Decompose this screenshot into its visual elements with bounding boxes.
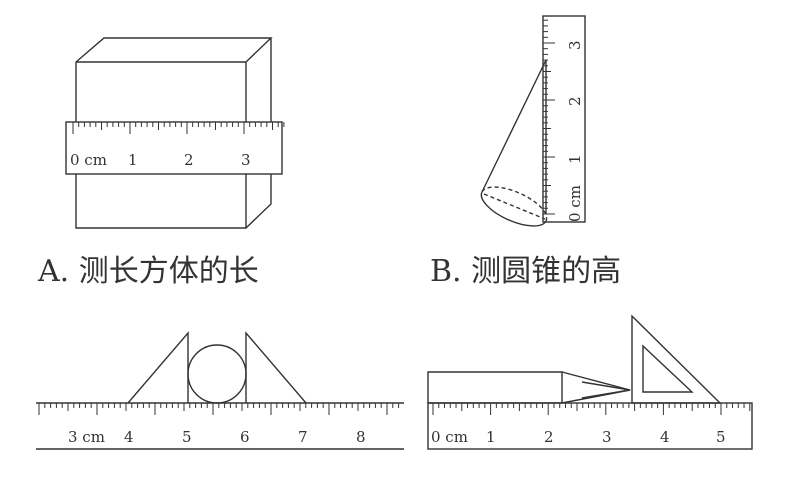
panel-d: 0 cm 1 2 3 4 5	[427, 314, 753, 450]
set-square	[631, 314, 722, 404]
ruler-b-label-1: 1	[566, 154, 584, 164]
ruler-c-label-6: 6	[240, 428, 250, 446]
panel-b: 0 cm 1 2 3 B. 测圆锥的高	[430, 15, 621, 289]
ruler-d-ticks	[432, 403, 751, 415]
ruler-a-label-1: 1	[128, 151, 138, 169]
coin-circle	[187, 344, 247, 404]
caption-b: B. 测圆锥的高	[430, 254, 621, 289]
right-set-square	[245, 331, 307, 404]
ruler-d-label-0: 0 cm	[431, 428, 468, 446]
ruler-b-label-3: 3	[566, 40, 584, 50]
ruler-b	[542, 15, 586, 223]
ruler-d-label-3: 3	[602, 428, 612, 446]
ruler-d-label-2: 2	[544, 428, 554, 446]
ruler-a-label-2: 2	[184, 151, 194, 169]
caption-a: A. 测长方体的长	[37, 254, 259, 289]
pencil-lead	[581, 381, 631, 399]
ruler-d-label-4: 4	[660, 428, 670, 446]
set-square-inner	[642, 344, 694, 393]
ruler-c-label-8: 8	[356, 428, 366, 446]
ruler-a	[65, 121, 283, 175]
panel-c: 3 cm 4 5 6 7 8	[36, 331, 404, 450]
ruler-b-label-2: 2	[566, 96, 584, 106]
ruler-c-label-4: 4	[124, 428, 134, 446]
ruler-b-label-0: 0 cm	[566, 185, 584, 222]
ruler-d	[427, 402, 753, 450]
left-set-square	[127, 331, 189, 404]
pencil-tip	[561, 371, 631, 404]
ruler-d-label-1: 1	[486, 428, 496, 446]
ruler-c-label-7: 7	[298, 428, 308, 446]
pencil-body	[427, 371, 563, 404]
ruler-a-label-3: 3	[241, 151, 251, 169]
ruler-d-label-5: 5	[716, 428, 726, 446]
ruler-b-ticks	[543, 19, 555, 215]
cone	[480, 59, 548, 227]
cuboid-outline	[75, 37, 273, 229]
ruler-a-ticks	[72, 122, 285, 134]
panel-a: 0 cm 1 2 3 A. 测长方体的长	[37, 37, 285, 289]
ruler-c-label-5: 5	[182, 428, 192, 446]
ruler-c-label-3: 3 cm	[68, 428, 105, 446]
ruler-b-labels: 0 cm 1 2 3	[566, 40, 584, 222]
ruler-c-ticks	[38, 403, 400, 415]
ruler-a-label-0: 0 cm	[70, 151, 107, 169]
